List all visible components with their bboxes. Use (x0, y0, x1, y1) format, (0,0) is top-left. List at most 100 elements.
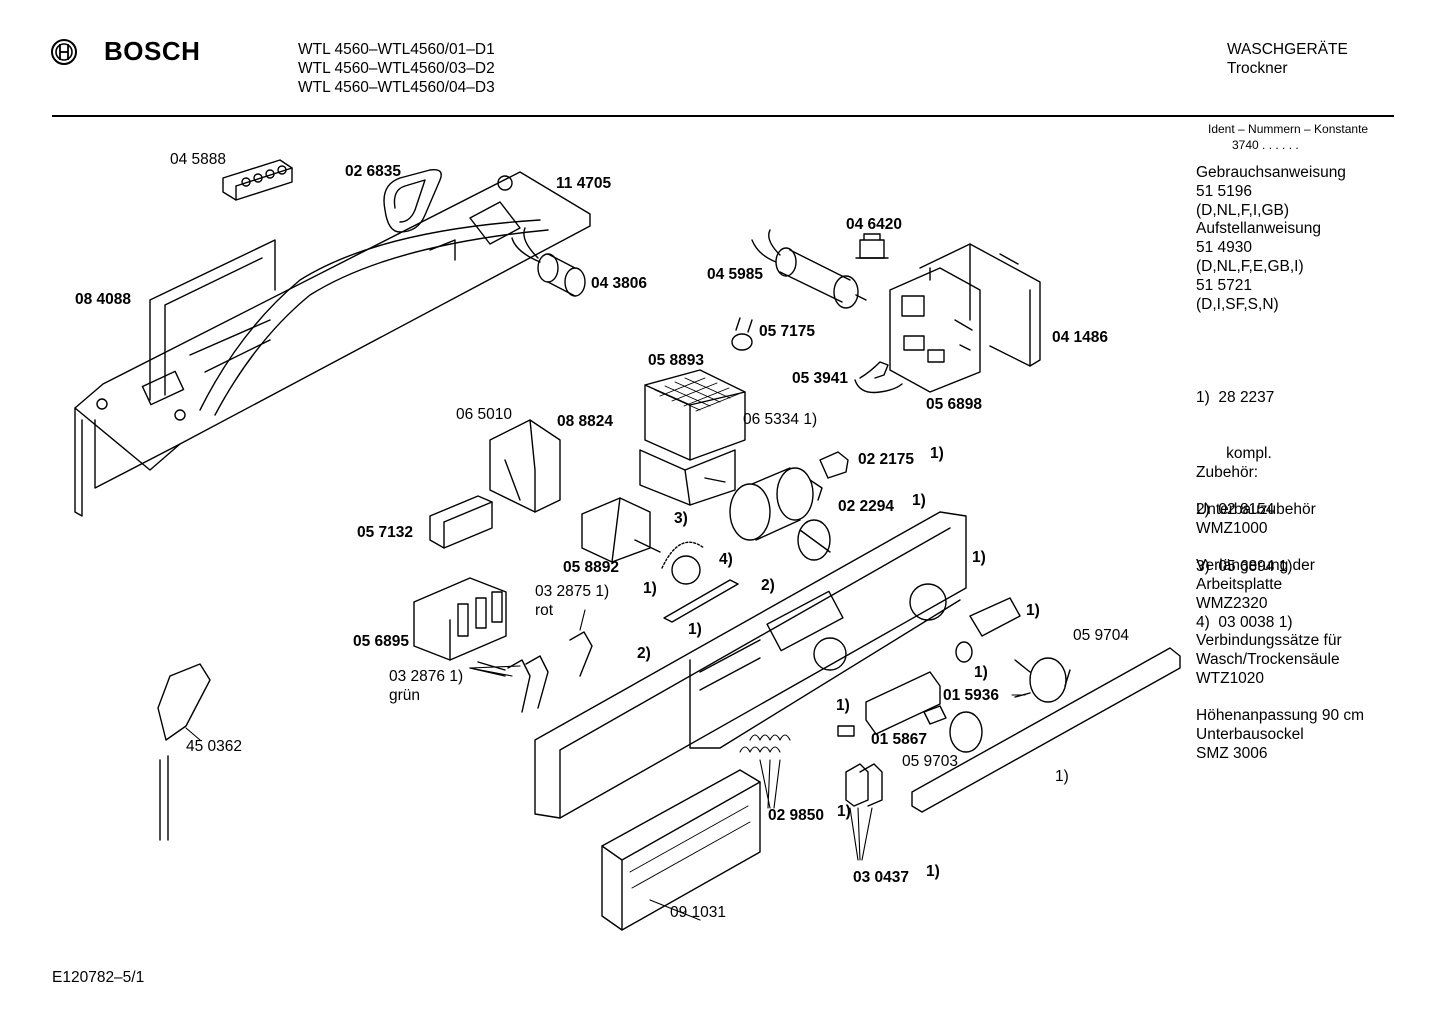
knob (955, 641, 1071, 703)
doc-line: (D,NL,F,E,GB,I) (1196, 257, 1304, 275)
footnote-line: 1) 28 2237 (1196, 388, 1275, 406)
part-label: 1) (1055, 768, 1069, 785)
doc-line: 51 4930 (1196, 239, 1253, 257)
part-label: 05 3941 (792, 370, 849, 387)
part-label: 11 4705 (556, 175, 612, 192)
accessory-line: Arbeitsplatte (1196, 575, 1283, 593)
footnote-line: 3) 05 6894 1) (1196, 557, 1293, 575)
accessory-block: Höhenanpassung 90 cm Unterbausockel SMZ … (1196, 707, 1364, 763)
part-label: 4) (719, 551, 733, 568)
accessory-block: Verbindungssätze für Wasch/Trockensäule … (1196, 632, 1342, 688)
footnote-line: 4) 03 0038 1) (1196, 614, 1293, 632)
capacitor-large (751, 229, 867, 309)
part-label: 02 6835 (345, 163, 402, 180)
accessory-line: Unterbausockel (1196, 725, 1304, 743)
part-label: 1) (1026, 602, 1040, 619)
connector-strip (429, 495, 493, 549)
accessory-line: WTZ1020 (1196, 669, 1265, 687)
button-cover (969, 597, 1021, 637)
accessory-line: Höhenanpassung 90 cm (1196, 707, 1365, 724)
part-label: 02 2294 (838, 498, 895, 515)
part-label: 05 9703 (902, 753, 959, 770)
grommet (383, 169, 442, 233)
part-label: 04 3806 (591, 275, 648, 292)
part-label: 05 8893 (648, 352, 705, 369)
doc-line: 51 5721 (1196, 276, 1253, 294)
model-line: WTL 4560–WTL4560/01–D1 (298, 41, 495, 58)
part-label: 03 2875 1) (535, 583, 610, 600)
doc-line: 51 5196 (1196, 182, 1253, 200)
part-label: 03 2876 1) (389, 668, 464, 685)
lamp-holders (845, 763, 883, 807)
part-label: 04 5888 (170, 151, 227, 168)
slider-strip (663, 579, 739, 623)
accessory-line: Verbindungssätze für (1196, 632, 1342, 649)
capacitor-small (511, 227, 586, 297)
part-label: 05 8892 (563, 559, 620, 576)
accessory-line: WMZ1000 (1196, 519, 1268, 537)
pcb-bracket (889, 243, 1041, 393)
control-frame (74, 171, 591, 517)
part-label: 1) (688, 621, 702, 638)
part-label: 01 5867 (871, 731, 928, 748)
accessory-line: Unterbauzubehör (1196, 501, 1316, 518)
sensor-wire (854, 361, 903, 394)
model-line: WTL 4560–WTL4560/03–D2 (298, 60, 495, 77)
part-label: 05 7175 (759, 323, 816, 340)
part-label: 01 5936 (943, 687, 1000, 704)
leader-lines (185, 609, 1026, 921)
front-panel (534, 511, 967, 819)
program-switch (639, 369, 746, 506)
doc-line: (D,I,SF,S,N) (1196, 295, 1279, 313)
knob-small (837, 692, 1031, 753)
suppressor (731, 317, 753, 351)
springs (739, 734, 791, 753)
part-label: 1) (912, 492, 926, 509)
relay (855, 233, 889, 259)
header-divider (52, 115, 1394, 117)
model-line: WTL 4560–WTL4560/04–D3 (298, 79, 495, 96)
brand-name: BOSCH (104, 36, 201, 66)
part-label: 1) (837, 803, 851, 820)
part-label: grün (389, 687, 421, 704)
bosch-logo-icon (50, 38, 78, 71)
part-label: 03 0437 (853, 869, 910, 886)
part-label: 04 5985 (707, 266, 764, 283)
knob-parts (797, 451, 849, 561)
part-label: 1) (836, 697, 850, 714)
footnote-line: kompl. (1196, 444, 1272, 462)
doc-line: Aufstellanweisung (1196, 220, 1321, 238)
accessory-block: Verlängerung der Arbeitsplatte WMZ2320 (1196, 557, 1315, 613)
part-label: 09 1031 (670, 904, 727, 921)
plinth-panel (601, 769, 761, 931)
trim-strip (911, 647, 1181, 813)
part-label: 1) (926, 863, 940, 880)
model-list: WTL 4560–WTL4560/01–D1 WTL 4560–WTL4560/… (298, 40, 495, 97)
part-label: 2) (637, 645, 651, 662)
footnote-line: 2) 02 8154 (1196, 501, 1275, 519)
part-label: 06 5010 (456, 406, 513, 423)
category-title: WASCHGERÄTE (1227, 41, 1348, 58)
terminal-block (222, 159, 293, 201)
part-label: 3) (674, 510, 688, 527)
gear-wheel (661, 541, 705, 585)
document-code: E120782–5/1 (52, 969, 145, 986)
accessory-line: WMZ2320 (1196, 594, 1268, 612)
accessory-line: Verlängerung der (1196, 557, 1315, 574)
part-label: 05 6898 (926, 396, 983, 413)
part-label: 06 5334 1) (743, 411, 818, 428)
documentation-list: Gebrauchsanweisung 51 5196 (D,NL,F,I,GB)… (1196, 164, 1346, 314)
part-label: 04 6420 (846, 216, 903, 233)
doc-line: Gebrauchsanweisung (1196, 164, 1346, 181)
switch-housing (489, 419, 561, 513)
part-label: 08 4088 (75, 291, 132, 308)
part-label: 2) (761, 577, 775, 594)
accessory-line: Wasch/Trockensäule (1196, 650, 1340, 668)
part-label: 45 0362 (186, 738, 243, 755)
category-block: WASCHGERÄTE Trockner (1227, 40, 1348, 78)
part-label: 08 8824 (557, 413, 614, 430)
accessory-line: SMZ 3006 (1196, 744, 1268, 762)
part-label: 02 2175 (858, 451, 915, 468)
footnote-list: 1) 28 2237 kompl. 2) 02 8154 3) 05 6894 … (1196, 351, 1293, 652)
part-label: 1) (974, 664, 988, 681)
